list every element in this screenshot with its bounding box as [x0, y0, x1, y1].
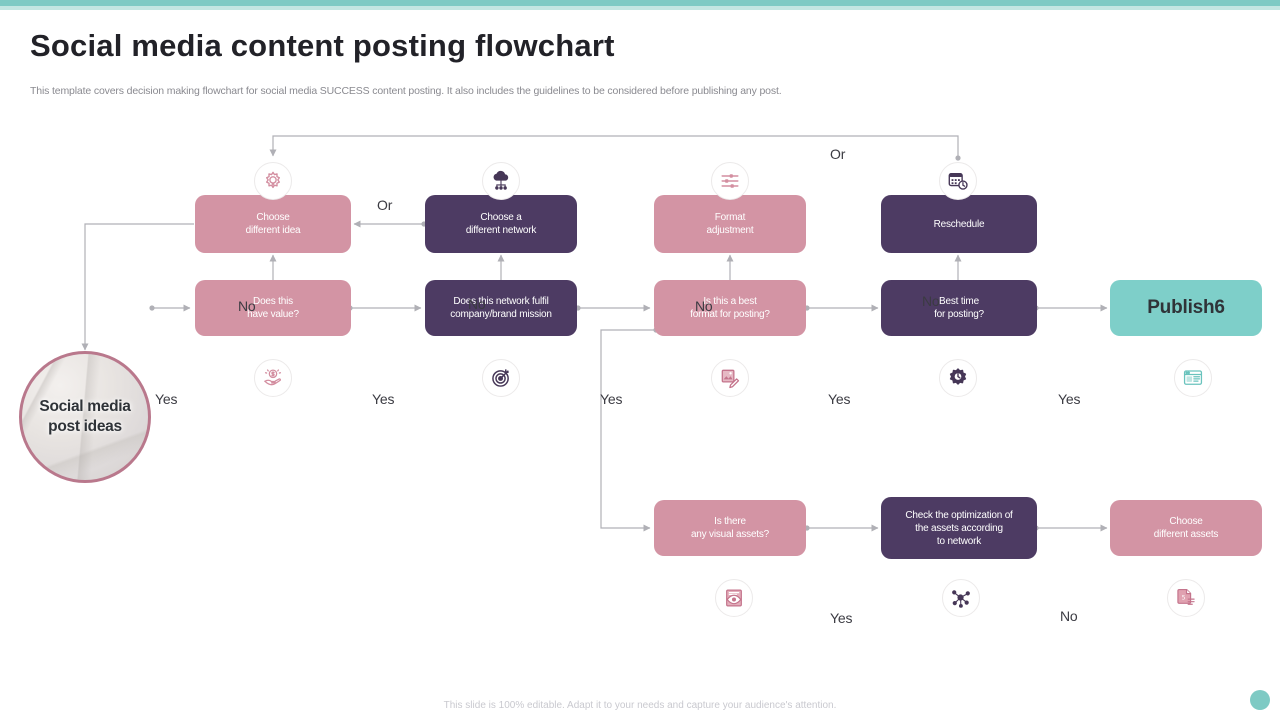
top-accent-bar-light [0, 6, 1280, 10]
image-edit-icon [711, 359, 749, 397]
node-label-line1: Does this [253, 296, 293, 307]
gear-bulb-icon [254, 162, 292, 200]
node-does-network-fulfil-mission[interactable]: Does this network fulfil company/brand m… [425, 280, 577, 336]
node-label: Choose a different network [465, 211, 537, 237]
cloud-network-icon [482, 162, 520, 200]
eye-image-icon [715, 579, 753, 617]
edge-label-no-besttime: No [922, 293, 940, 309]
sliders-icon [711, 162, 749, 200]
node-best-time-for-posting[interactable]: Best time for posting? [881, 280, 1037, 336]
node-label-line1: Format [714, 212, 746, 223]
node-is-there-visual-assets[interactable]: Is there any visual assets? [654, 500, 806, 556]
browser-window-icon [1174, 359, 1212, 397]
node-label: Reschedule [933, 218, 985, 230]
node-label-line1: Is this a best [703, 296, 757, 307]
node-label-line2: the assets according [915, 522, 1003, 534]
calendar-clock-icon [939, 162, 977, 200]
node-label: Format adjustment [707, 211, 754, 237]
edge-label-yes-format: Yes [828, 391, 851, 407]
edge-label-or-right: Or [830, 146, 846, 162]
top-accent-bar [0, 0, 1280, 6]
node-label-line2: different assets [1153, 529, 1219, 540]
node-choose-different-network[interactable]: Choose a different network [425, 195, 577, 253]
target-icon [482, 359, 520, 397]
edge-label-yes-visual: Yes [830, 610, 853, 626]
network-nodes-icon [942, 579, 980, 617]
node-label-line2: different network [465, 225, 537, 236]
node-label-line1: Check the optimization of [905, 509, 1013, 521]
node-label: Is this a best format for posting? [690, 295, 770, 321]
node-social-media-post-ideas[interactable]: Social media post ideas [19, 351, 151, 483]
node-label-line1: Choose [1169, 516, 1203, 527]
flowchart-canvas: Social media post ideas Choose different… [0, 110, 1280, 690]
edge-label-or-left: Or [377, 197, 393, 213]
node-label-line1: Social media [39, 398, 131, 415]
node-label-line2: format for posting? [690, 309, 770, 320]
node-label: Check the optimization of the assets acc… [905, 509, 1012, 548]
page-title: Social media content posting flowchart [30, 28, 615, 63]
node-label-line2: post ideas [48, 418, 122, 435]
edge-label-no-mission: No [468, 296, 486, 312]
node-label-line2: company/brand mission [450, 309, 552, 320]
edge-label-no-value: No [238, 298, 256, 314]
node-choose-different-assets[interactable]: Choose different assets [1110, 500, 1262, 556]
slide-footer-note: This slide is 100% editable. Adapt it to… [443, 700, 837, 711]
corner-accent-dot [1250, 690, 1270, 710]
node-label-line1: Choose [256, 212, 290, 223]
edge-label-no-format: No [695, 298, 713, 314]
node-label-line2: adjustment [706, 225, 754, 236]
node-label-line2: for posting? [934, 309, 984, 320]
node-label-line1: Does this network fulfil [453, 296, 549, 307]
start-node-photo [22, 354, 148, 480]
node-publish[interactable]: Publish6 [1110, 280, 1262, 336]
node-label: Best time for posting? [934, 295, 984, 321]
svg-text:5: 5 [1182, 595, 1186, 601]
edge-label-yes-mission: Yes [600, 391, 623, 407]
node-check-optimization[interactable]: Check the optimization of the assets acc… [881, 497, 1037, 559]
connector-layer [81, 135, 1108, 532]
node-format-adjustment[interactable]: Format adjustment [654, 195, 806, 253]
node-label: Does this network fulfil company/brand m… [450, 295, 552, 321]
node-label-line1: Choose a [480, 212, 522, 223]
node-label-line1: Is there [714, 516, 746, 527]
node-label-line2: have value? [247, 309, 299, 320]
edge-label-yes-besttime: Yes [1058, 391, 1081, 407]
page-subtitle: This template covers decision making flo… [30, 85, 782, 97]
node-label: Is there any visual assets? [691, 515, 769, 541]
file-assets-icon: 5 [1167, 579, 1205, 617]
edge-label-yes-value: Yes [372, 391, 395, 407]
node-label: Publish6 [1147, 297, 1225, 318]
clock-gear-icon [939, 359, 977, 397]
node-label-line3: to network [936, 535, 982, 547]
node-is-this-best-format[interactable]: Is this a best format for posting? [654, 280, 806, 336]
node-label: Choose different assets [1153, 515, 1219, 541]
node-does-this-have-value[interactable]: Does this have value? [195, 280, 351, 336]
node-label: Does this have value? [247, 295, 299, 321]
node-label: Choose different idea [246, 211, 301, 237]
node-label-line2: any visual assets? [690, 529, 770, 540]
node-reschedule[interactable]: Reschedule [881, 195, 1037, 253]
edge-label-no-optimization: No [1060, 608, 1078, 624]
node-label-line2: different idea [245, 225, 301, 236]
money-hand-icon [254, 359, 292, 397]
node-label-line1: Best time [939, 296, 979, 307]
node-choose-different-idea[interactable]: Choose different idea [195, 195, 351, 253]
edge-label-yes-start: Yes [155, 391, 178, 407]
node-label: Social media post ideas [39, 397, 130, 437]
